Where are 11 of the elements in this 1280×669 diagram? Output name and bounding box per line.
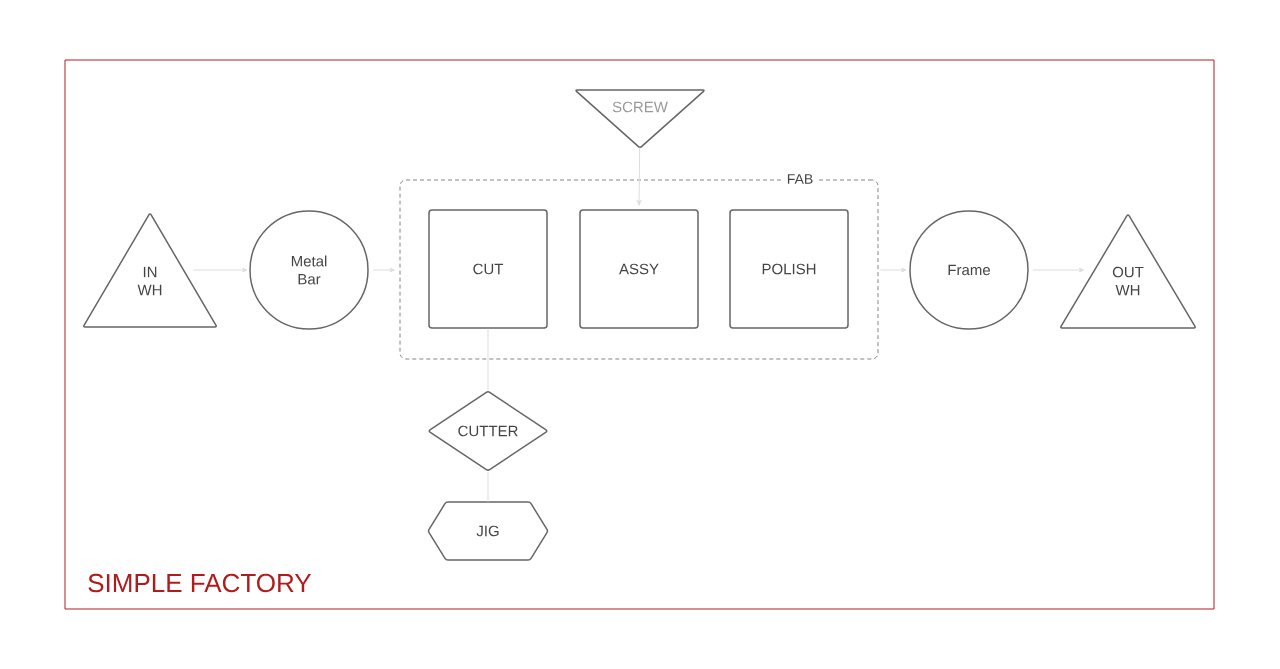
- circle-node: Frame: [909, 210, 1029, 330]
- process-box: POLISH: [729, 209, 849, 329]
- frame-title: SIMPLE FACTORY: [88, 573, 312, 593]
- circle-node: Metal Bar: [249, 210, 369, 330]
- process-box: CUT: [428, 209, 548, 329]
- process-box: ASSY: [579, 209, 699, 329]
- arrow: [372, 267, 395, 273]
- arrow: [879, 267, 907, 273]
- arrow: [192, 267, 248, 273]
- arrow: [636, 147, 642, 206]
- arrow: [1032, 267, 1085, 273]
